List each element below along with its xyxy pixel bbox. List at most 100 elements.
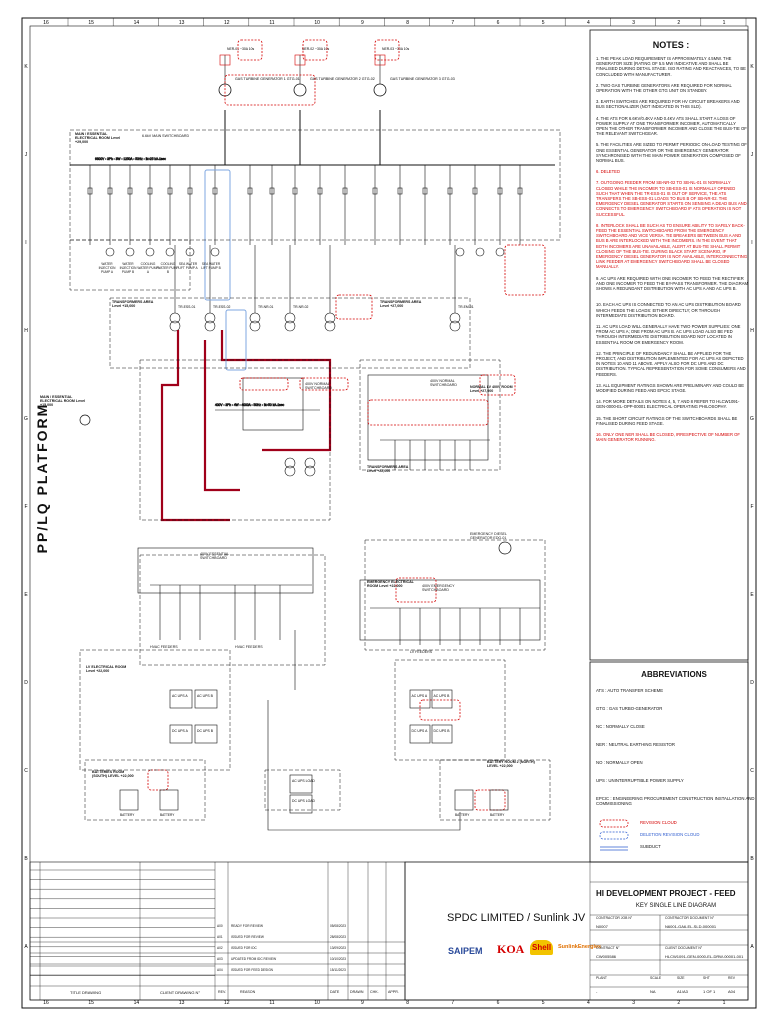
note-item: 12. THE PRINCIPLE OF REDUNDANCY SHALL BE… [596,350,746,377]
notes-box [589,29,749,661]
column-number: 13 [179,1000,185,1006]
note-item: 5. THE FACILITIES ARE SIZED TO PERMIT PE… [596,142,747,163]
battery-symbol [119,789,139,811]
motor-symbol [475,247,485,257]
room-label: EMERGENCY ELECTRICAL ROOM Level +22,000 [367,580,414,589]
logo-koa: KOA [497,942,525,956]
transformer-symbol [169,312,181,324]
revision-cloud [224,74,316,106]
column-number: 16 [43,1000,49,1006]
column-number: 10 [314,20,320,26]
rev-code: A01 [217,935,223,939]
rev-header: REV. [218,990,227,994]
legend-symbol [599,819,629,828]
column-number: 11 [269,20,274,26]
note-item: 2. TWO GAS TURBINE GENERATORS ARE REQUIR… [596,82,732,93]
ups-label: DC UPS A [412,729,429,733]
edg-label: EMERGENCY DIESEL GENERATOR EDG-01 [470,532,507,541]
ups-box [169,689,193,709]
transformer-symbol [324,312,336,324]
blue-subducts [204,169,247,371]
column-number: 14 [134,1000,140,1006]
column-number: 6 [497,20,500,26]
motor-label: SEA WATER LIFT PUMP B [201,262,221,271]
column-number: 7 [451,1000,454,1006]
ups-label: AC UPS LOAD [292,779,315,783]
chart-text: 1616151514141313121211111010998877665544… [24,20,754,1006]
room-label: BATTERIES ROOM (SOUTH) LEVEL +22,000 [92,770,134,779]
rev-code: A04 [217,968,223,972]
rev-code: A02 [217,946,223,950]
room-boundary [84,759,206,821]
rev-header: DRAWN [350,990,364,994]
row-letter: D [24,680,28,686]
row-letter: A [750,944,754,950]
note-item: 1. THE PEAK LOAD REQUIREMENT IS APPROXIM… [596,56,746,77]
motor-symbol [105,247,115,257]
column-markers [67,18,747,26]
room-label: TRANSFORMERS AREA Level +15,000 [112,300,154,309]
transformer-symbol [449,312,461,324]
column-number: 10 [314,1000,320,1006]
column-number: 11 [269,1000,274,1006]
rev-date: 13/09/2023 [330,946,346,950]
room-boundary [439,759,551,821]
sheet-border [21,17,757,1009]
row-letter: E [750,592,754,598]
revision-cloud [479,374,516,396]
title-field-value: N0007 [596,924,608,929]
row-letter: D [750,680,754,686]
motor-symbol [495,247,505,257]
transformer-symbol [284,312,296,324]
note-item: 14. FOR MORE DETAILS ON NOTES 4, 5, 7 AN… [596,399,740,410]
column-number: 2 [677,1000,680,1006]
room-boundary [394,659,506,761]
row-letter: C [750,768,754,774]
rev-reason: ISSUED FOR IDC [231,946,257,950]
title-field-label: CONTRACTOR DOCUMENT N° [665,916,715,920]
row-letter: H [750,328,754,334]
hv-feeders [87,165,523,257]
rev-header: APPR. [388,990,399,994]
room-boundary [109,297,471,369]
rev-date: 05/08/2023 [330,924,346,928]
ups-box [289,794,313,814]
note-item: 9. AC UPS ARE REQUIRED WITH ONE INCOMER … [596,275,749,291]
column-number: 2 [677,20,680,26]
legend-item: SUBDUCT [640,844,661,849]
row-letter: I [25,240,26,246]
row-letter: J [751,152,754,158]
revision-cloud [147,769,169,791]
dashed-areas [69,129,561,821]
row-letter: I [751,240,752,246]
logo-shell: Shell [530,940,554,955]
ups-box [169,724,193,744]
ups-label: DC UPS B [434,729,451,733]
motor-label: COOLING WATER PUMP A [137,262,159,275]
ups-box [289,774,313,794]
rev-header: CHK. [370,990,379,994]
logo-saipem: SAIPEM [448,946,483,956]
ner-box [219,54,231,66]
generator-label: GAS TURBINE GENERATOR 1 GTG-01 [235,77,300,81]
column-number: 5 [542,20,545,26]
row-letter: E [24,592,28,598]
legend-item: DELETION REVISION CLOUD [640,832,700,837]
row-letter: K [750,64,754,70]
note-item: 8. INTERLOCK SHALL BE SUCH AS TO ENSURE … [596,222,748,270]
ups-box [409,689,431,709]
motor-symbol [145,247,155,257]
motor-label: WATER INJECTION PUMP B [119,262,137,275]
ner-box [294,54,306,66]
abbreviation-item: UPS : UNINTERRUPTIBLE POWER SUPPLY [596,778,684,783]
ups-label: DC UPS A [172,729,189,733]
rev-reason: ISSUED FOR REVIEW [231,935,264,939]
ups-label: AC UPS B [197,694,214,698]
row-letter: A [24,944,28,950]
column-number: 9 [361,1000,364,1006]
column-number: 13 [179,20,185,26]
title-field-value: CW005586 [596,954,617,959]
note-item: 6. DELETED [596,169,620,175]
room-label: MAIN / ESSENTIAL ELECTRICAL ROOM Level +… [40,395,86,408]
